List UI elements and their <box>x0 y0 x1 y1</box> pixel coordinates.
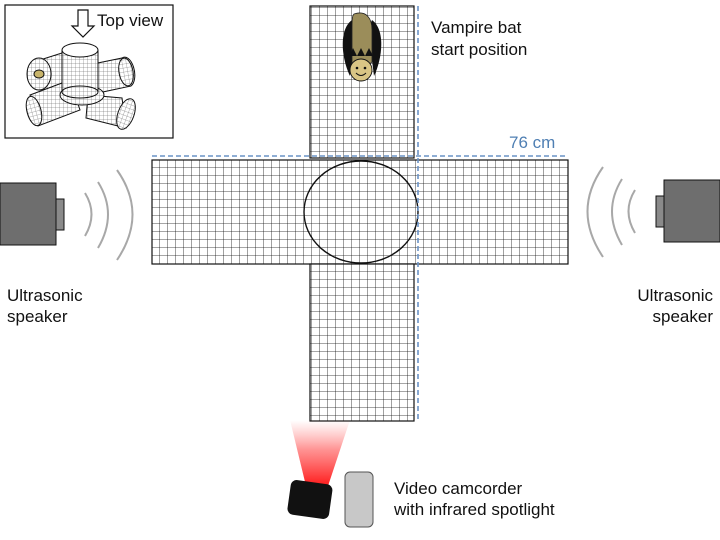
top-view-inset <box>4 4 174 139</box>
top-view-label: Top view <box>97 11 164 30</box>
left-speaker-label-line2: speaker <box>7 307 68 326</box>
left-sound-waves <box>84 169 134 261</box>
infrared-spotlight-icon <box>287 480 333 519</box>
arena-grid <box>151 5 569 422</box>
right-speaker-label-line1: Ultrasonic <box>637 286 713 305</box>
right-sound-waves <box>586 166 636 258</box>
down-arrow-icon <box>70 9 96 38</box>
left-speaker-body <box>0 182 57 246</box>
bat-label-line1: Vampire bat <box>431 18 522 37</box>
bat-face <box>349 58 373 82</box>
camcorder-rig <box>287 420 374 528</box>
bat-label-line2: start position <box>431 40 528 59</box>
arm-bottom <box>309 263 415 422</box>
right-speaker-body <box>663 179 720 243</box>
measurement-guides <box>152 6 568 421</box>
camcorder-label-line2: with infrared spotlight <box>394 500 555 519</box>
left-speaker-cone <box>55 198 65 231</box>
infrared-beam <box>290 420 350 486</box>
arm-horizontal <box>151 159 569 265</box>
right-speaker-cone <box>655 195 665 228</box>
camcorder-icon <box>344 471 374 528</box>
right-speaker <box>586 166 720 258</box>
center-chamber <box>303 160 419 264</box>
distance-label: 76 cm <box>509 133 556 152</box>
vampire-bat-icon <box>342 12 382 82</box>
left-speaker-label-line1: Ultrasonic <box>7 286 83 305</box>
right-speaker-label-line2: speaker <box>652 307 713 326</box>
left-speaker <box>0 169 134 261</box>
arena-3d-sketch <box>25 42 136 130</box>
camcorder-label-line1: Video camcorder <box>394 479 523 498</box>
